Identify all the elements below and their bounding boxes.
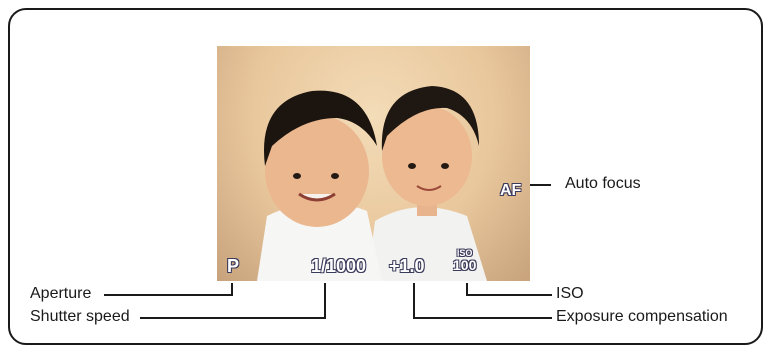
iso-label: ISO [556,285,584,303]
shutter-speed-label: Shutter speed [30,308,130,326]
leader-exposure-compensation [414,283,552,318]
auto-focus-label: Auto focus [565,175,641,193]
leader-iso [467,283,552,295]
aperture-label: Aperture [30,285,91,303]
exposure-compensation-label: Exposure compensation [556,308,728,326]
leader-aperture [104,283,232,295]
